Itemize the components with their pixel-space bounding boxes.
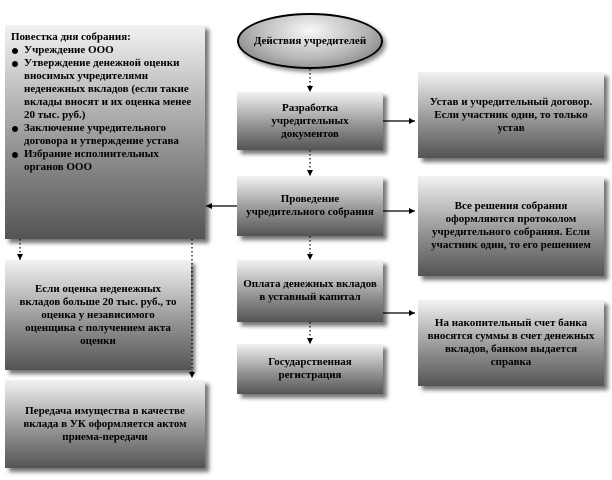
start-oval: Действия учредителей [237, 13, 383, 69]
agenda-item: Утверждение денежной оценки вносимых учр… [11, 57, 199, 122]
valuation-note: Если оценка неденежных вкладов больше 20… [5, 260, 191, 370]
agenda-item: Избрание исполнительных органов ООО [11, 148, 199, 174]
note-charter-agreement: Устав и учредительный договор. Если учас… [418, 72, 604, 158]
step-pay-contributions: Оплата денежных вкладов в уставный капит… [237, 260, 383, 322]
agenda-item: Заключение учредительного договора и утв… [11, 122, 199, 148]
note-meeting-minutes: Все решения собрания оформляются протоко… [418, 176, 604, 276]
start-label: Действия учредителей [253, 34, 367, 47]
transfer-label: Передача имущества в качестве вклада в У… [23, 404, 187, 443]
agenda-content: Повестка дня собрания: Учреждение ООО Ут… [11, 31, 199, 174]
note-label: На накопительный счет банка вносятся сум… [427, 317, 595, 368]
note-label: Устав и учредительный договор. Если учас… [429, 95, 593, 134]
agenda-item: Учреждение ООО [11, 44, 199, 57]
agenda-box: Повестка дня собрания: Учреждение ООО Ут… [5, 25, 205, 239]
valuation-label: Если оценка неденежных вкладов больше 20… [19, 282, 177, 347]
step-label: Государственная регистрация [268, 356, 352, 381]
step-label: Оплата денежных вкладов в уставный капит… [243, 278, 377, 303]
step-founders-meeting: Проведение учредительного собрания [237, 176, 383, 236]
transfer-note: Передача имущества в качестве вклада в У… [5, 380, 205, 468]
note-label: Все решения собрания оформляются протоко… [431, 200, 591, 251]
step-develop-documents: Разработка учредительных документов [237, 92, 383, 150]
step-label: Проведение учредительного собрания [246, 193, 374, 218]
agenda-list: Учреждение ООО Утверждение денежной оцен… [11, 44, 199, 174]
note-bank-account: На накопительный счет банка вносятся сум… [418, 300, 604, 386]
step-state-registration: Государственная регистрация [237, 344, 383, 394]
agenda-title: Повестка дня собрания: [11, 31, 131, 43]
step-label: Разработка учредительных документов [271, 101, 349, 140]
